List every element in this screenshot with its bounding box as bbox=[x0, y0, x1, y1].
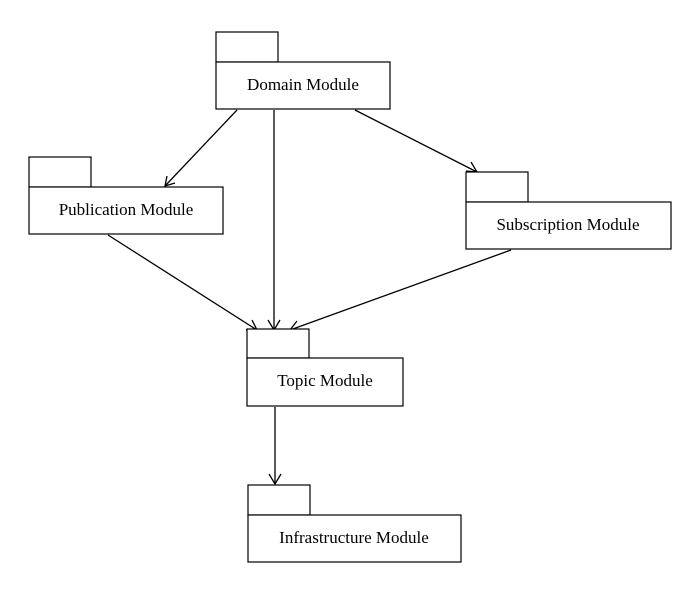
package-domain: Domain Module bbox=[215, 31, 391, 110]
package-body bbox=[215, 61, 391, 110]
dependency-domain-to-subscription bbox=[354, 109, 479, 173]
package-tab bbox=[247, 484, 311, 516]
package-tab bbox=[215, 31, 279, 63]
package-tab bbox=[28, 156, 92, 188]
package-infrastructure: Infrastructure Module bbox=[247, 484, 462, 563]
package-subscription: Subscription Module bbox=[465, 171, 672, 250]
dependency-domain-to-publication bbox=[164, 109, 238, 187]
package-label-infrastructure: Infrastructure Module bbox=[279, 528, 429, 547]
package-label-subscription: Subscription Module bbox=[496, 215, 639, 234]
package-label-publication: Publication Module bbox=[59, 200, 194, 219]
package-label-domain: Domain Module bbox=[247, 75, 359, 94]
package-body bbox=[465, 201, 672, 250]
package-body bbox=[28, 186, 224, 235]
dependency-topic-to-infrastructure bbox=[268, 407, 282, 486]
dependency-publication-to-topic bbox=[107, 234, 259, 331]
package-body bbox=[247, 514, 462, 563]
package-publication: Publication Module bbox=[28, 156, 224, 235]
dependency-arrows bbox=[107, 109, 512, 486]
dependency-subscription-to-topic bbox=[288, 249, 512, 332]
package-tab bbox=[246, 328, 310, 359]
package-body bbox=[246, 357, 404, 407]
package-tab bbox=[465, 171, 529, 203]
package-label-topic: Topic Module bbox=[277, 371, 373, 390]
dependency-domain-to-topic bbox=[267, 110, 281, 332]
package-topic: Topic Module bbox=[246, 328, 404, 407]
